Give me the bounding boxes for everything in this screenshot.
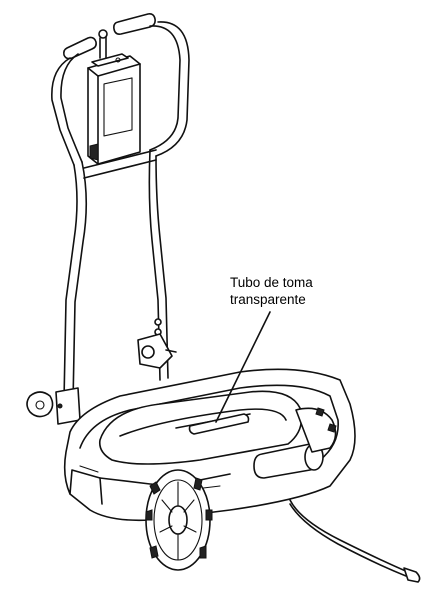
rear-wheel <box>295 407 337 453</box>
caddy-handle <box>51 13 190 166</box>
callout-line-2: transparente <box>230 292 306 307</box>
front-wheel <box>145 469 213 571</box>
callout-leader-line <box>215 311 271 423</box>
power-supply-box <box>87 53 141 165</box>
caddy-frame <box>63 149 169 403</box>
caddy-base <box>63 368 356 522</box>
intake-tube-label: Tubo de toma transparente <box>230 274 313 308</box>
callout-line-1: Tubo de toma <box>230 275 313 290</box>
power-cable <box>289 499 421 583</box>
frame-brackets <box>26 333 177 425</box>
